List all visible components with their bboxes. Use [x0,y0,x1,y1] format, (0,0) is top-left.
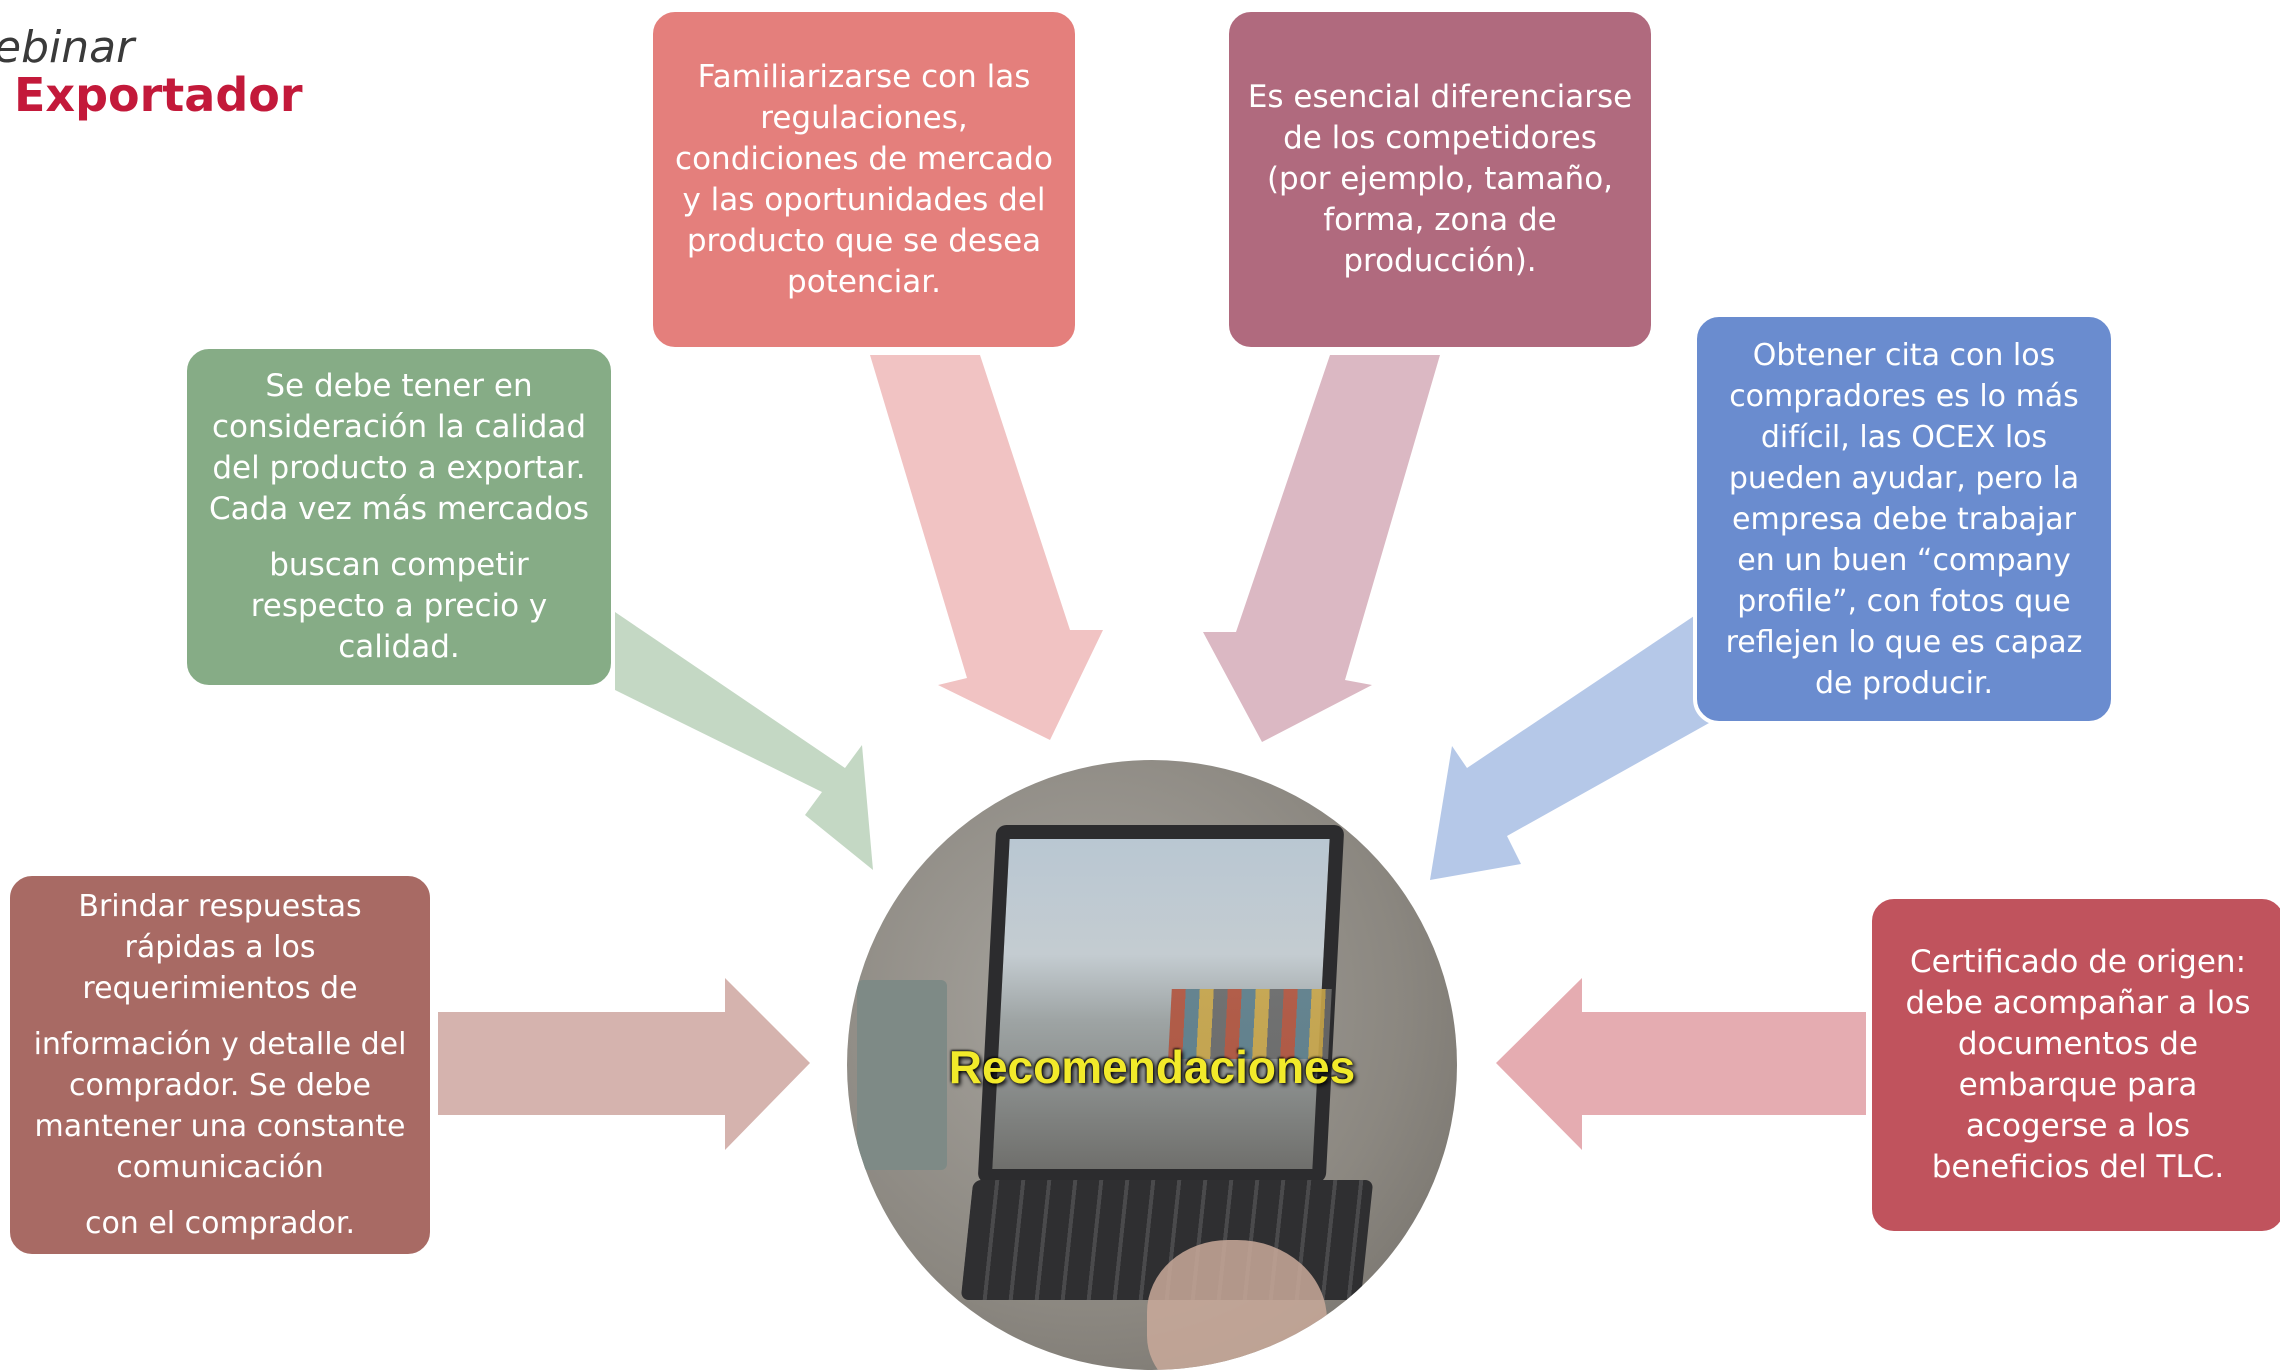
box-respuestas: Brindar respuestas rápidas a los requeri… [6,872,434,1258]
box-calidad: Se debe tener en consideración la calida… [183,345,615,689]
logo-line-2: Exportador [14,68,303,122]
box-respuestas-text-3: con el comprador. [84,1206,356,1241]
box-diferenciarse: Es esencial diferenciarse de los competi… [1225,8,1655,351]
arrow-from-cita [1430,612,1718,880]
box-certificado: Certificado de origen: debe acompañar a … [1868,895,2280,1235]
center-label: Recomendaciones [948,1041,1356,1093]
center-photo-circle: Recomendaciones [847,760,1457,1370]
hand-image [1147,1240,1327,1370]
box-cita-text: Obtener cita con los compradores es lo m… [1725,337,2083,701]
arrow-from-certificado [1496,978,1866,1150]
logo: ebinar Exportador [0,22,303,122]
book-image [857,980,947,1170]
logo-line-1: ebinar [0,22,135,73]
box-respuestas-text-2: información y detalle del comprador. Se … [33,1027,407,1185]
box-certificado-text: Certificado de origen: debe acompañar a … [1905,944,2251,1185]
arrow-from-diferenciarse [1203,355,1440,742]
box-respuestas-text-1: Brindar respuestas rápidas a los requeri… [78,889,362,1006]
box-regulaciones-text: Familiarizarse con las regulaciones, con… [675,58,1053,300]
box-cita: Obtener cita con los compradores es lo m… [1693,313,2115,725]
arrow-from-regulaciones [870,355,1103,740]
arrow-from-calidad [615,612,873,870]
box-calidad-text-2: buscan competir respecto a precio y cali… [250,547,548,665]
box-regulaciones: Familiarizarse con las regulaciones, con… [649,8,1079,351]
laptop-screen-image [977,825,1345,1183]
box-calidad-text-1: Se debe tener en consideración la calida… [208,368,590,527]
box-diferenciarse-text: Es esencial diferenciarse de los competi… [1247,79,1633,279]
arrow-from-respuestas [438,978,810,1150]
